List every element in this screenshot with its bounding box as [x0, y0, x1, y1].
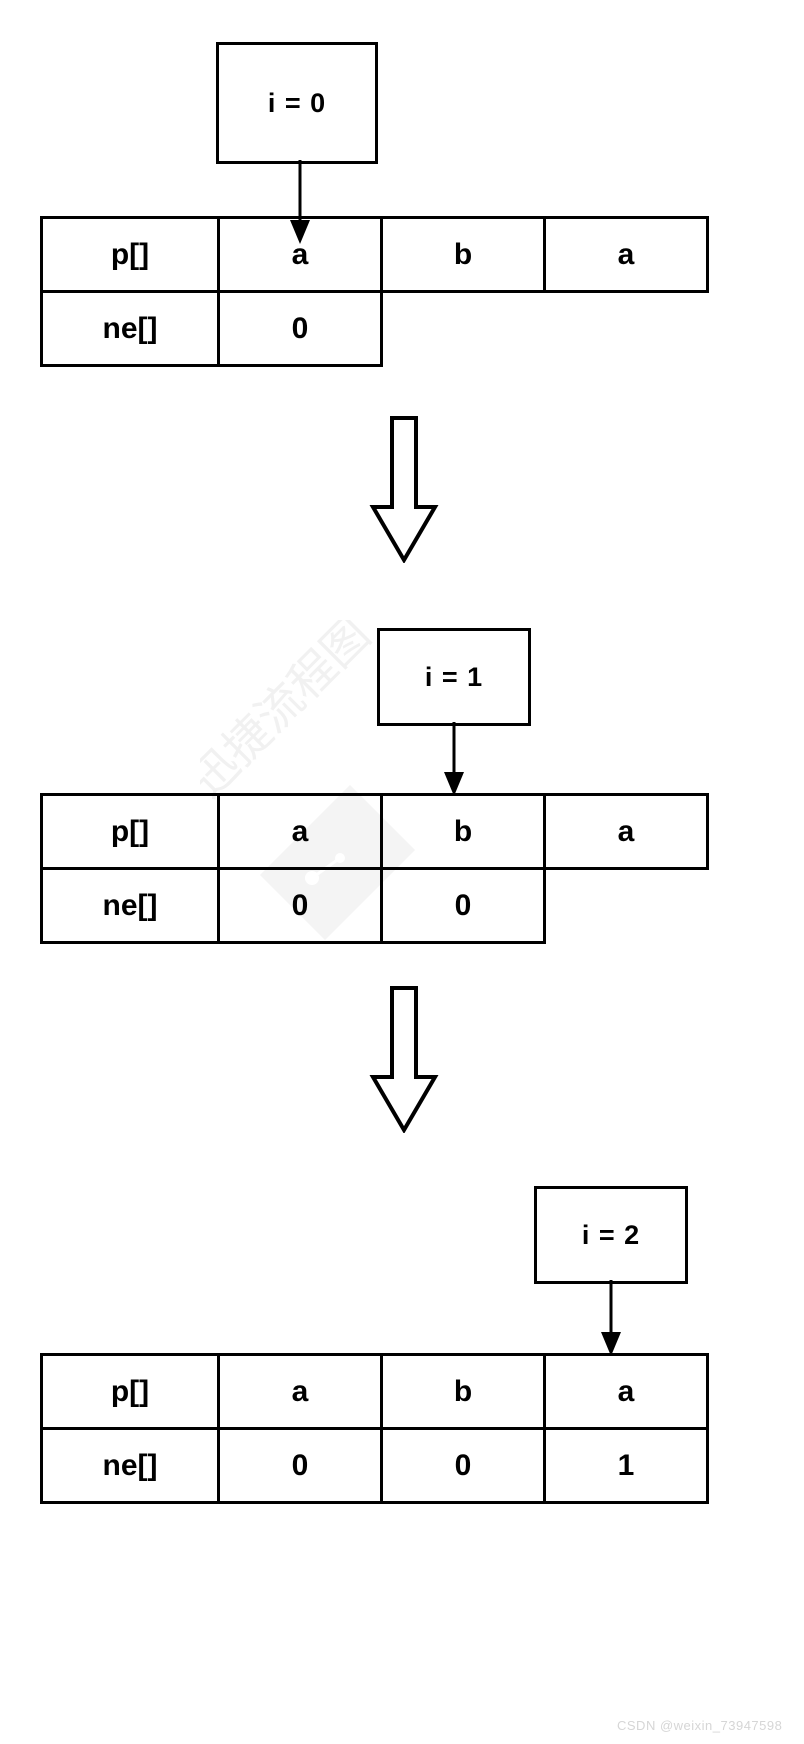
- array-table-step-2: p[] a b a ne[] 0 0: [40, 793, 709, 944]
- cell-p-0: a: [217, 216, 383, 293]
- row-header-p: p[]: [40, 793, 220, 870]
- index-box-step-1: i = 0: [216, 42, 378, 164]
- transition-block-arrow-2: [369, 986, 439, 1133]
- cell-ne-0: 0: [217, 1427, 383, 1504]
- cell-ne-2-empty: [545, 292, 708, 366]
- cell-p-2: a: [543, 1353, 709, 1430]
- index-label-step-2: i = 1: [424, 661, 484, 692]
- svg-text:迅捷流程图: 迅捷流程图: [200, 620, 380, 808]
- cell-p-1: b: [380, 793, 546, 870]
- cell-p-2: a: [543, 793, 709, 870]
- table-row: ne[] 0 0 1: [40, 1427, 709, 1504]
- cell-ne-2: 1: [543, 1427, 709, 1504]
- cell-ne-1-empty: [382, 292, 545, 366]
- array-table-step-1: p[] a b a ne[] 0: [40, 216, 709, 367]
- table-row: ne[] 0: [40, 290, 708, 367]
- index-box-step-3: i = 2: [534, 1186, 688, 1284]
- array-table-step-3: p[] a b a ne[] 0 0 1: [40, 1353, 709, 1504]
- pointer-arrow-step-2: [444, 722, 464, 796]
- cell-ne-1: 0: [380, 867, 546, 944]
- row-header-p: p[]: [40, 1353, 220, 1430]
- row-header-ne: ne[]: [40, 867, 220, 944]
- cell-ne-0: 0: [217, 290, 383, 367]
- cell-p-0: a: [217, 793, 383, 870]
- footer-watermark: CSDN @weixin_73947598: [617, 1718, 783, 1733]
- cell-ne-0: 0: [217, 867, 383, 944]
- cell-ne-2-empty: [545, 869, 708, 943]
- cell-p-0: a: [217, 1353, 383, 1430]
- index-label-step-3: i = 2: [581, 1219, 641, 1250]
- table-row: ne[] 0 0: [40, 867, 708, 944]
- transition-block-arrow-1: [369, 416, 439, 563]
- pointer-arrow-step-3: [601, 1280, 621, 1356]
- table-row: p[] a b a: [40, 216, 709, 293]
- row-header-ne: ne[]: [40, 1427, 220, 1504]
- table-row: p[] a b a: [40, 1353, 709, 1430]
- row-header-p: p[]: [40, 216, 220, 293]
- cell-p-2: a: [543, 216, 709, 293]
- cell-ne-1: 0: [380, 1427, 546, 1504]
- row-header-ne: ne[]: [40, 290, 220, 367]
- index-label-step-1: i = 0: [267, 87, 327, 118]
- table-row: p[] a b a: [40, 793, 709, 870]
- cell-p-1: b: [380, 1353, 546, 1430]
- cell-p-1: b: [380, 216, 546, 293]
- index-box-step-2: i = 1: [377, 628, 531, 726]
